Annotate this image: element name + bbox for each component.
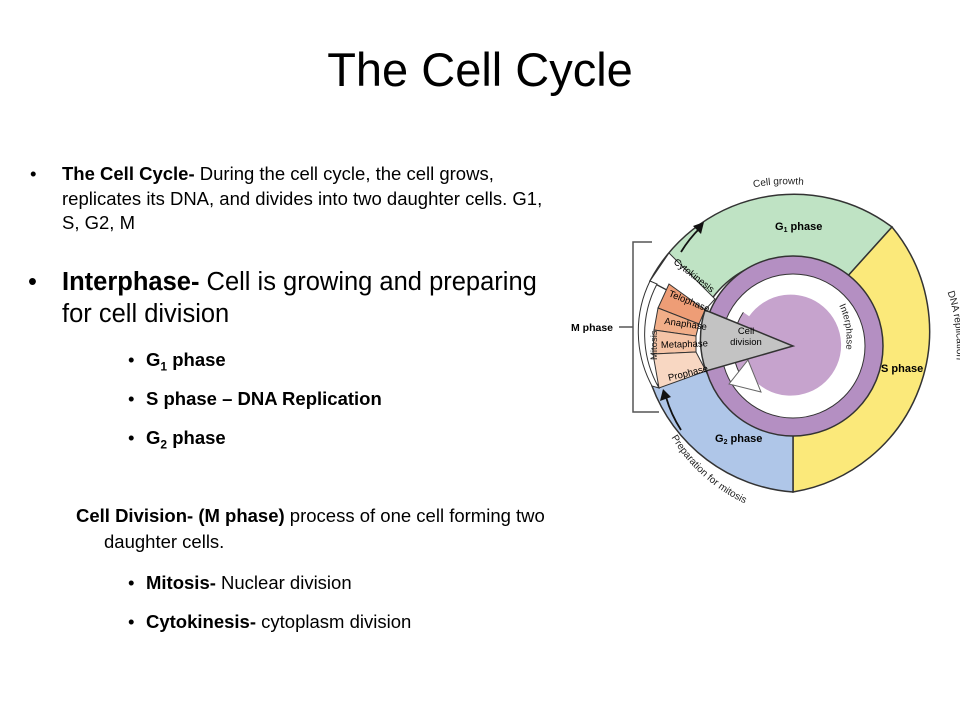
interphase-arrowhead bbox=[728, 359, 762, 393]
s-phase-label: S phase bbox=[881, 363, 923, 375]
mitosis-band bbox=[637, 280, 661, 389]
cell-division-text: process of one cell forming two daughter… bbox=[104, 505, 545, 552]
cell-division-label: Cell bbox=[738, 326, 754, 337]
mitosis-term: Mitosis- bbox=[146, 572, 216, 593]
bullet-cell-cycle: • The Cell Cycle- During the cell cycle,… bbox=[30, 162, 562, 236]
dna-replication-label: DNA replication bbox=[945, 290, 960, 361]
interphase-text: Cell is growing and preparing for cell d… bbox=[62, 268, 537, 328]
g1-subscript: 1 bbox=[160, 359, 168, 374]
mitosis-text: Nuclear division bbox=[215, 572, 352, 593]
cell-cycle-term: The Cell Cycle- bbox=[62, 163, 195, 184]
bullet-dot: • bbox=[30, 163, 37, 184]
bullet-s-phase: • S phase – DNA Replication bbox=[128, 387, 382, 411]
metaphase-label: Metaphase bbox=[661, 338, 708, 351]
m-phase-label: M phase bbox=[571, 322, 613, 334]
cell-cycle-diagram: Cell growth DNA replication Preparation … bbox=[571, 176, 960, 506]
mitosis-label: Mitosis bbox=[649, 330, 660, 360]
g1-rest: phase bbox=[167, 349, 226, 370]
slide-title: The Cell Cycle bbox=[327, 43, 633, 96]
g2-subscript: 2 bbox=[160, 437, 168, 452]
g1-label: G bbox=[146, 349, 161, 370]
cell-division-label-2: division bbox=[730, 337, 762, 348]
bullet-dot: • bbox=[128, 611, 135, 632]
bullet-dot: • bbox=[128, 349, 135, 370]
bullet-g1-phase: • G1 phase bbox=[128, 348, 226, 379]
interphase-cycle-arrow bbox=[736, 279, 857, 411]
cytokinesis-term: Cytokinesis- bbox=[146, 611, 257, 632]
bullet-dot: • bbox=[128, 572, 135, 593]
g2-phase-label: G2 phase bbox=[715, 433, 762, 446]
cell-division-wedge bbox=[699, 308, 796, 372]
cell-division-term: Cell Division- (M phase) bbox=[76, 505, 285, 526]
g2-label: G bbox=[146, 427, 161, 448]
g2-rest: phase bbox=[167, 427, 226, 448]
g1-phase-label: G1 phase bbox=[775, 221, 822, 234]
cell-cycle-text: During the cell cycle, the cell grows, r… bbox=[62, 163, 543, 233]
cell-growth-label: Cell growth bbox=[752, 176, 804, 190]
bullet-interphase: • Interphase- Cell is growing and prepar… bbox=[28, 266, 542, 330]
interphase-term: Interphase- bbox=[62, 268, 200, 296]
m-phase-top-arrowhead bbox=[693, 222, 704, 234]
bullet-cytokinesis: • Cytokinesis- cytoplasm division bbox=[128, 610, 412, 634]
cytokinesis-text: cytoplasm division bbox=[256, 611, 412, 632]
cell-division-paragraph: Cell Division- (M phase) process of one … bbox=[76, 503, 594, 555]
bullet-mitosis: • Mitosis- Nuclear division bbox=[128, 571, 352, 595]
m-phase-bottom-arrowhead bbox=[660, 389, 671, 401]
bullet-dot: • bbox=[28, 268, 37, 296]
bullet-dot: • bbox=[128, 388, 135, 409]
s-phase-label: S phase – DNA Replication bbox=[146, 388, 382, 409]
bullet-g2-phase: • G2 phase bbox=[128, 426, 226, 457]
bullet-dot: • bbox=[128, 427, 135, 448]
